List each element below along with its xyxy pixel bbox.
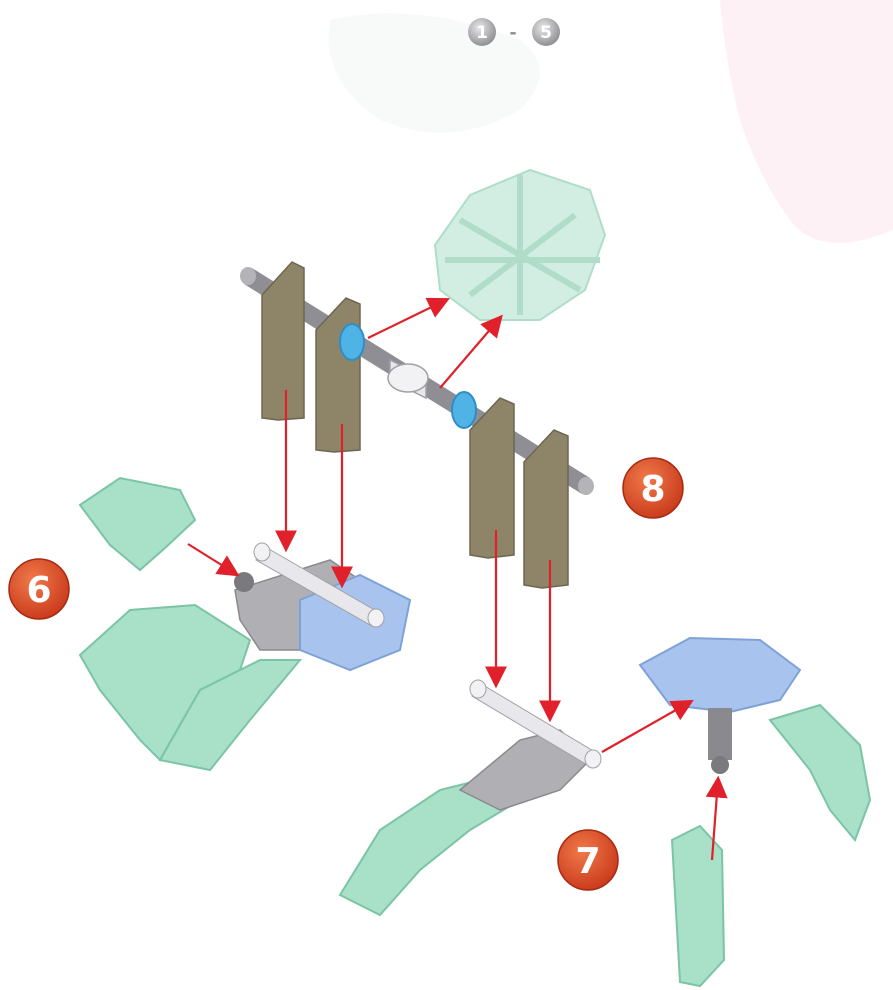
spacer-ring <box>340 324 364 360</box>
range-end-label: 5 <box>540 23 552 43</box>
step-number-6: 6 <box>26 570 51 611</box>
step-badge-6: 6 <box>9 559 69 619</box>
bushing-face <box>388 364 428 392</box>
step-6-assembly <box>80 478 410 770</box>
connector-ball <box>234 572 254 592</box>
rod-end <box>240 267 256 285</box>
step-7-assembly <box>340 638 870 986</box>
arrow <box>440 318 500 388</box>
tan-connector <box>470 398 514 558</box>
gray-post <box>708 708 732 760</box>
mint-corner-piece <box>80 478 195 570</box>
blue-hub <box>640 638 800 712</box>
spacer-ring <box>452 392 476 428</box>
step-range-indicator: 1 - 5 <box>468 18 560 46</box>
range-start-label: 1 <box>476 23 488 43</box>
top-mint-hub <box>435 170 605 320</box>
step-badge-7: 7 <box>558 830 618 890</box>
arrow <box>368 300 446 338</box>
range-separator: - <box>509 23 516 43</box>
rod-end <box>578 477 594 495</box>
arrow <box>602 702 690 752</box>
step-number-8: 8 <box>640 469 665 510</box>
arrow <box>188 544 236 574</box>
mint-arc-piece <box>770 705 870 840</box>
step-number-7: 7 <box>575 841 600 882</box>
connector-ball <box>711 756 729 774</box>
step-badge-8: 8 <box>623 458 683 518</box>
mint-bar-piece <box>672 826 724 986</box>
background-ghost <box>329 0 893 243</box>
